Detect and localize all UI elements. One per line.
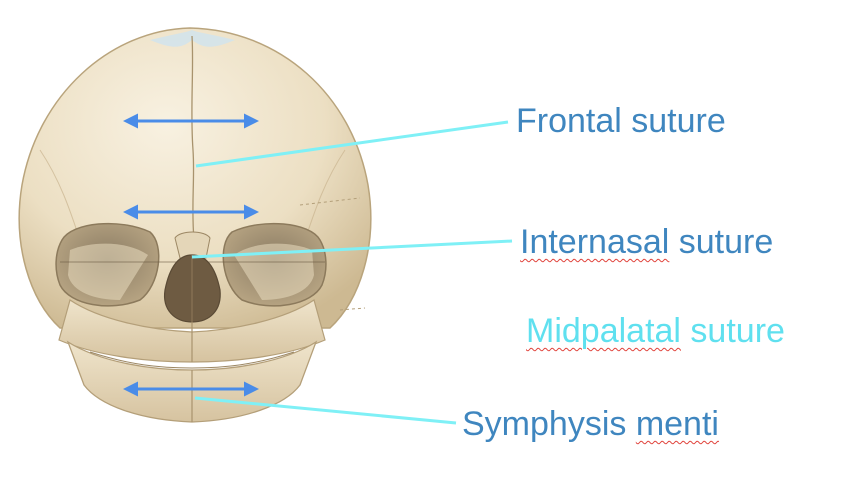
label-symphysis-word: Symphysis: [462, 405, 636, 443]
leader-internasal-suture: [191, 239, 513, 259]
label-internasal-suture: Internasal suture: [520, 222, 773, 262]
maxilla: [58, 299, 326, 363]
label-symphysis-menti: Symphysis menti: [462, 404, 719, 444]
nasal-region: [164, 231, 221, 323]
label-midpalatal-word: Midpalatal: [526, 312, 681, 350]
label-menti-word: menti: [635, 405, 719, 443]
leader-symphysis-menti: [194, 396, 457, 425]
label-midpalatal-suffix: suture: [680, 312, 785, 350]
leader-frontal-suture: [195, 120, 509, 168]
label-midpalatal-suture: Midpalatal suture: [526, 311, 785, 351]
orbits: [55, 222, 327, 307]
label-internasal-word: Internasal: [520, 223, 670, 261]
leader-lines: [191, 120, 513, 425]
label-internasal-suffix: suture: [669, 223, 774, 261]
label-frontal-suture: Frontal suture: [516, 102, 726, 140]
width-arrows: [123, 113, 259, 397]
